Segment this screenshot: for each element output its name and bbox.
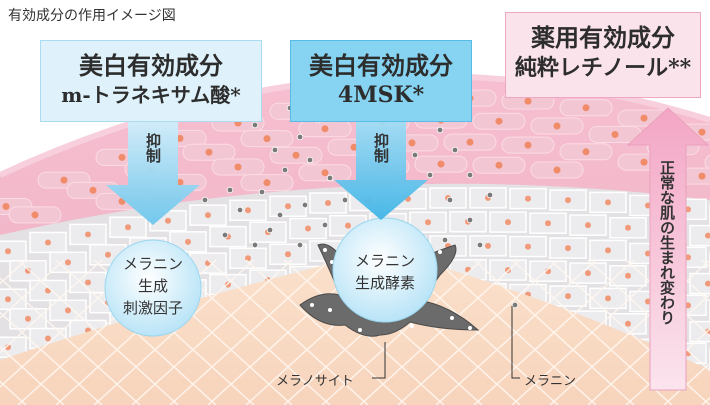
- stimulus-circle-text: メラニン 生成 刺激因子: [105, 253, 201, 319]
- 4msk-box: 美白有効成分 4MSK*: [290, 40, 472, 122]
- melanin-dots: [201, 104, 519, 309]
- stimulus-circle: [104, 239, 202, 337]
- enzyme-line2: 生成酵素: [354, 274, 415, 292]
- 4msk-box-line1: 美白有効成分: [309, 51, 453, 80]
- melanin-label: メラニン: [524, 374, 577, 389]
- enzyme-circle: [332, 217, 438, 323]
- tranexamic-box: 美白有効成分 m-トラネキサム酸*: [40, 40, 262, 122]
- stimulus-line1: メラニン: [122, 255, 183, 273]
- melanocyte-leader: [372, 342, 386, 379]
- enzyme-circle-text: メラニン 生成酵素: [333, 250, 437, 294]
- stimulus-line3: 刺激因子: [122, 299, 183, 317]
- renewal-arrow: [626, 107, 710, 391]
- renewal-label: 正常な肌の生まれ変わり: [658, 160, 676, 325]
- inhibit-label-2: 抑制: [372, 133, 390, 163]
- tranexamic-box-line1: 美白有効成分: [79, 51, 223, 80]
- inhibit-arrow-2: [334, 122, 428, 220]
- inhibit-label-1: 抑制: [144, 133, 162, 163]
- 4msk-box-line2: 4MSK*: [337, 82, 425, 108]
- inhibit-arrow-1: [106, 122, 200, 225]
- tranexamic-box-line2: m-トラネキサム酸*: [61, 83, 241, 107]
- enzyme-line1: メラニン: [354, 252, 415, 270]
- retinol-box-line2: 純粋レチノール**: [514, 55, 692, 81]
- retinol-box: 薬用有効成分 純粋レチノール**: [505, 12, 701, 98]
- melanocyte-label: メラノサイト: [276, 374, 354, 389]
- retinol-box-line1: 薬用有効成分: [531, 23, 675, 52]
- melanin-leader: [511, 306, 520, 379]
- diagram-title: 有効成分の作用イメージ図: [8, 8, 176, 24]
- stimulus-line2: 生成: [137, 277, 168, 295]
